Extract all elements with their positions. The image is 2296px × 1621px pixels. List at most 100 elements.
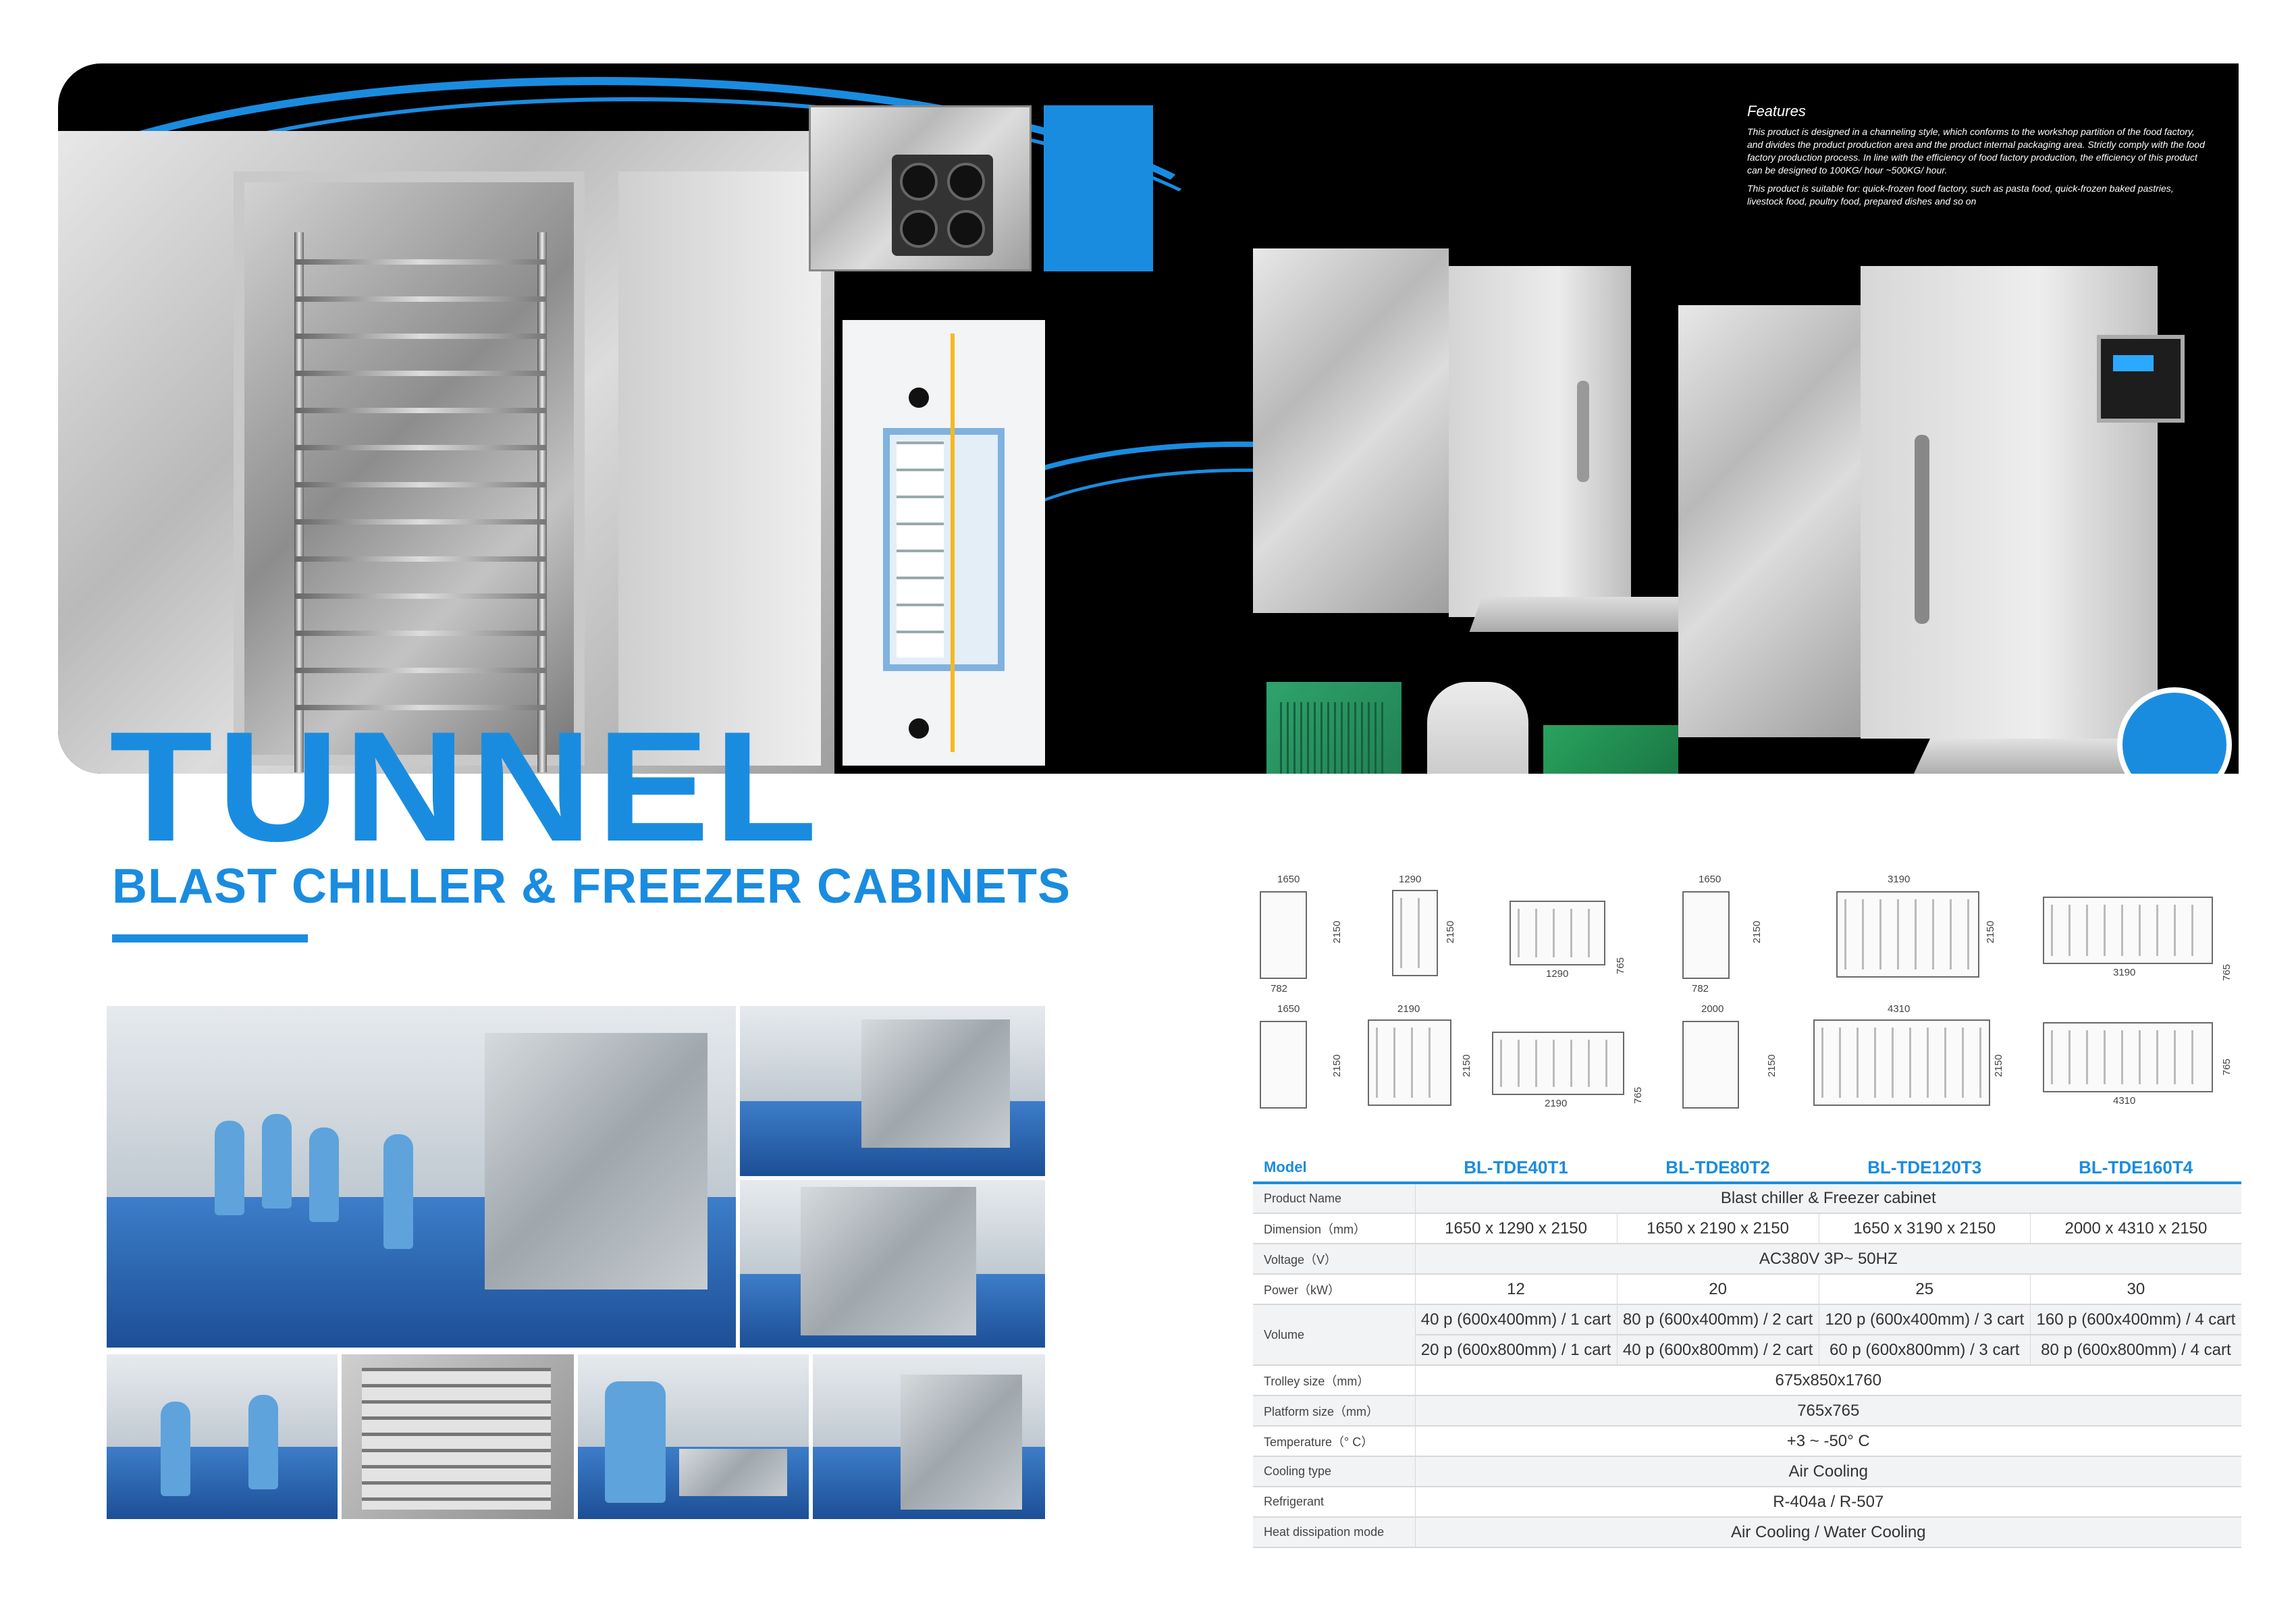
table-header-row: Model BL-TDE40T1 BL-TDE80T2 BL-TDE120T3 …: [1253, 1153, 2241, 1184]
row-label: Temperature（° C）: [1253, 1426, 1415, 1457]
table-header: BL-TDE40T1: [1415, 1153, 1618, 1184]
features-heading: Features: [1747, 103, 1806, 119]
table-cell: 675x850x1760: [1414, 1365, 2241, 1396]
table-header: BL-TDE120T3: [1819, 1153, 2031, 1184]
fan-icon: [909, 388, 929, 408]
dimension-label: 2150: [1331, 920, 1343, 944]
dimension-label: 1290: [1546, 968, 1569, 980]
table-cell: Blast chiller & Freezer cabinet: [1414, 1183, 2241, 1214]
wave-decoration: [969, 469, 1523, 658]
wave-decoration: [58, 97, 1273, 475]
wave-decoration: [936, 442, 1543, 644]
dimension-label: 765: [1632, 1086, 1645, 1105]
factory-photo: [740, 1006, 1045, 1176]
dimension-drawing-side: [1260, 891, 1307, 979]
dimension-drawing-top: [1510, 901, 1605, 965]
table-cell: 1650 x 3190 x 2150: [1818, 1213, 2031, 1244]
table-cell: 25: [1818, 1274, 2031, 1305]
dimension-label: 765: [1615, 957, 1627, 975]
dimension-label: 3190: [2113, 967, 2136, 978]
page-title: TUNNEL: [109, 699, 822, 874]
platform-ramp: [1469, 597, 1712, 632]
table-cell: 160 p (600x400mm) / 4 cart: [2029, 1304, 2241, 1335]
display-screen: [2113, 355, 2154, 371]
dimension-label: 3190: [1888, 874, 1911, 885]
zoom-circle: [2117, 687, 2232, 774]
dimension-drawing-front: [1392, 890, 1438, 976]
dimension-label: 4310: [1888, 1003, 1911, 1015]
cabinet-interior-photo: [58, 131, 834, 774]
airflow-arrow: [951, 334, 955, 752]
table-row: Power（kW） 12 20 25 30: [1253, 1274, 2241, 1305]
dimension-label: 2150: [1751, 920, 1763, 944]
table-cell: 40 p (600x400mm) / 1 cart: [1414, 1304, 1618, 1335]
table-cell: AC380V 3P~ 50HZ: [1414, 1244, 2241, 1275]
dimension-label: 2190: [1545, 1098, 1568, 1109]
table-row: Voltage（V） AC380V 3P~ 50HZ: [1253, 1244, 2241, 1275]
fan-unit: [892, 155, 993, 256]
dimension-drawing-side: [1682, 891, 1730, 979]
door-handle: [1915, 435, 1929, 624]
table-cell: 80 p (600x400mm) / 2 cart: [1616, 1304, 1819, 1335]
dimension-label: 1290: [1399, 874, 1422, 885]
tray-rack-photo: [342, 1354, 574, 1519]
spec-table: Model BL-TDE40T1 BL-TDE80T2 BL-TDE120T3 …: [1253, 1153, 2241, 1548]
page-subtitle: BLAST CHILLER & FREEZER CABINETS: [112, 859, 1071, 913]
dimension-drawing-front: [1836, 891, 1979, 978]
dimension-label: 2150: [1331, 1054, 1343, 1078]
dimension-drawing-front: [1368, 1019, 1451, 1106]
dimension-label: 765: [2221, 963, 2233, 982]
table-cell: 60 p (600x800mm) / 3 cart: [1818, 1335, 2031, 1366]
table-row: Trolley size（mm） 675x850x1760: [1253, 1365, 2241, 1396]
factory-photo: [740, 1180, 1045, 1348]
table-row: Heat dissipation mode Air Cooling / Wate…: [1253, 1517, 2241, 1548]
row-label: Platform size（mm）: [1253, 1396, 1415, 1427]
cabinet-door: [618, 171, 821, 766]
factory-photo: [107, 1006, 736, 1348]
row-label: Volume: [1253, 1304, 1415, 1366]
dimension-label: 2150: [1993, 1054, 2005, 1078]
table-row: 20 p (600x800mm) / 1 cart 40 p (600x800m…: [1253, 1335, 2241, 1366]
table-header: BL-TDE160T4: [2030, 1153, 2241, 1184]
airflow-trays: [897, 442, 944, 658]
fan-icon: [909, 718, 929, 739]
features-paragraph: This product is suitable for: quick-froz…: [1747, 183, 2174, 207]
dimension-label: 1650: [1699, 874, 1721, 885]
row-label: Cooling type: [1253, 1456, 1415, 1487]
dimension-drawing-top: [1492, 1032, 1624, 1095]
dimension-label: 1650: [1277, 874, 1300, 885]
dimension-label: 4310: [2113, 1095, 2136, 1107]
table-row: Dimension（mm） 1650 x 1290 x 2150 1650 x …: [1253, 1213, 2241, 1244]
table-row: Cooling type Air Cooling: [1253, 1456, 2241, 1487]
row-label: Heat dissipation mode: [1253, 1517, 1415, 1548]
table-cell: +3 ~ -50° C: [1414, 1426, 2241, 1457]
row-label: Voltage（V）: [1253, 1244, 1415, 1275]
dimension-label: 2150: [1445, 920, 1457, 944]
dimension-label: 2150: [1985, 920, 1997, 944]
hero-band: Features This product is designed in a c…: [58, 63, 2239, 774]
control-panel: [2097, 335, 2185, 423]
row-label: Power（kW）: [1253, 1274, 1415, 1305]
blue-accent-block: [1044, 105, 1153, 271]
table-row: Volume 40 p (600x400mm) / 1 cart 80 p (6…: [1253, 1304, 2241, 1366]
table-cell: 765x765: [1414, 1396, 2241, 1427]
table-row: Refrigerant R-404a / R-507: [1253, 1487, 2241, 1518]
evaporator-fans-photo: [809, 105, 1032, 271]
table-cell: Air Cooling: [1414, 1456, 2241, 1487]
tray-rack: [281, 232, 564, 772]
row-label: Dimension（mm）: [1253, 1213, 1415, 1244]
row-label: Trolley size（mm）: [1253, 1365, 1415, 1396]
dimension-label: 765: [2221, 1058, 2233, 1076]
table-header: Model: [1253, 1153, 1415, 1184]
factory-photo: [578, 1354, 809, 1519]
dimension-drawing-side: [1682, 1021, 1739, 1109]
table-cell: 40 p (600x800mm) / 2 cart: [1616, 1335, 1819, 1366]
table-cell: 1650 x 2190 x 2150: [1616, 1213, 1819, 1244]
cabinet-large-photo: [1678, 305, 1861, 737]
table-cell: 2000 x 4310 x 2150: [2029, 1213, 2241, 1244]
features-paragraph: This product is designed in a channeling…: [1747, 126, 2205, 176]
dimension-drawing-side: [1260, 1021, 1307, 1109]
airflow-diagram: [843, 320, 1045, 766]
table-row: Product Name Blast chiller & Freezer cab…: [1253, 1183, 2241, 1214]
dimension-label: 782: [1692, 983, 1709, 994]
